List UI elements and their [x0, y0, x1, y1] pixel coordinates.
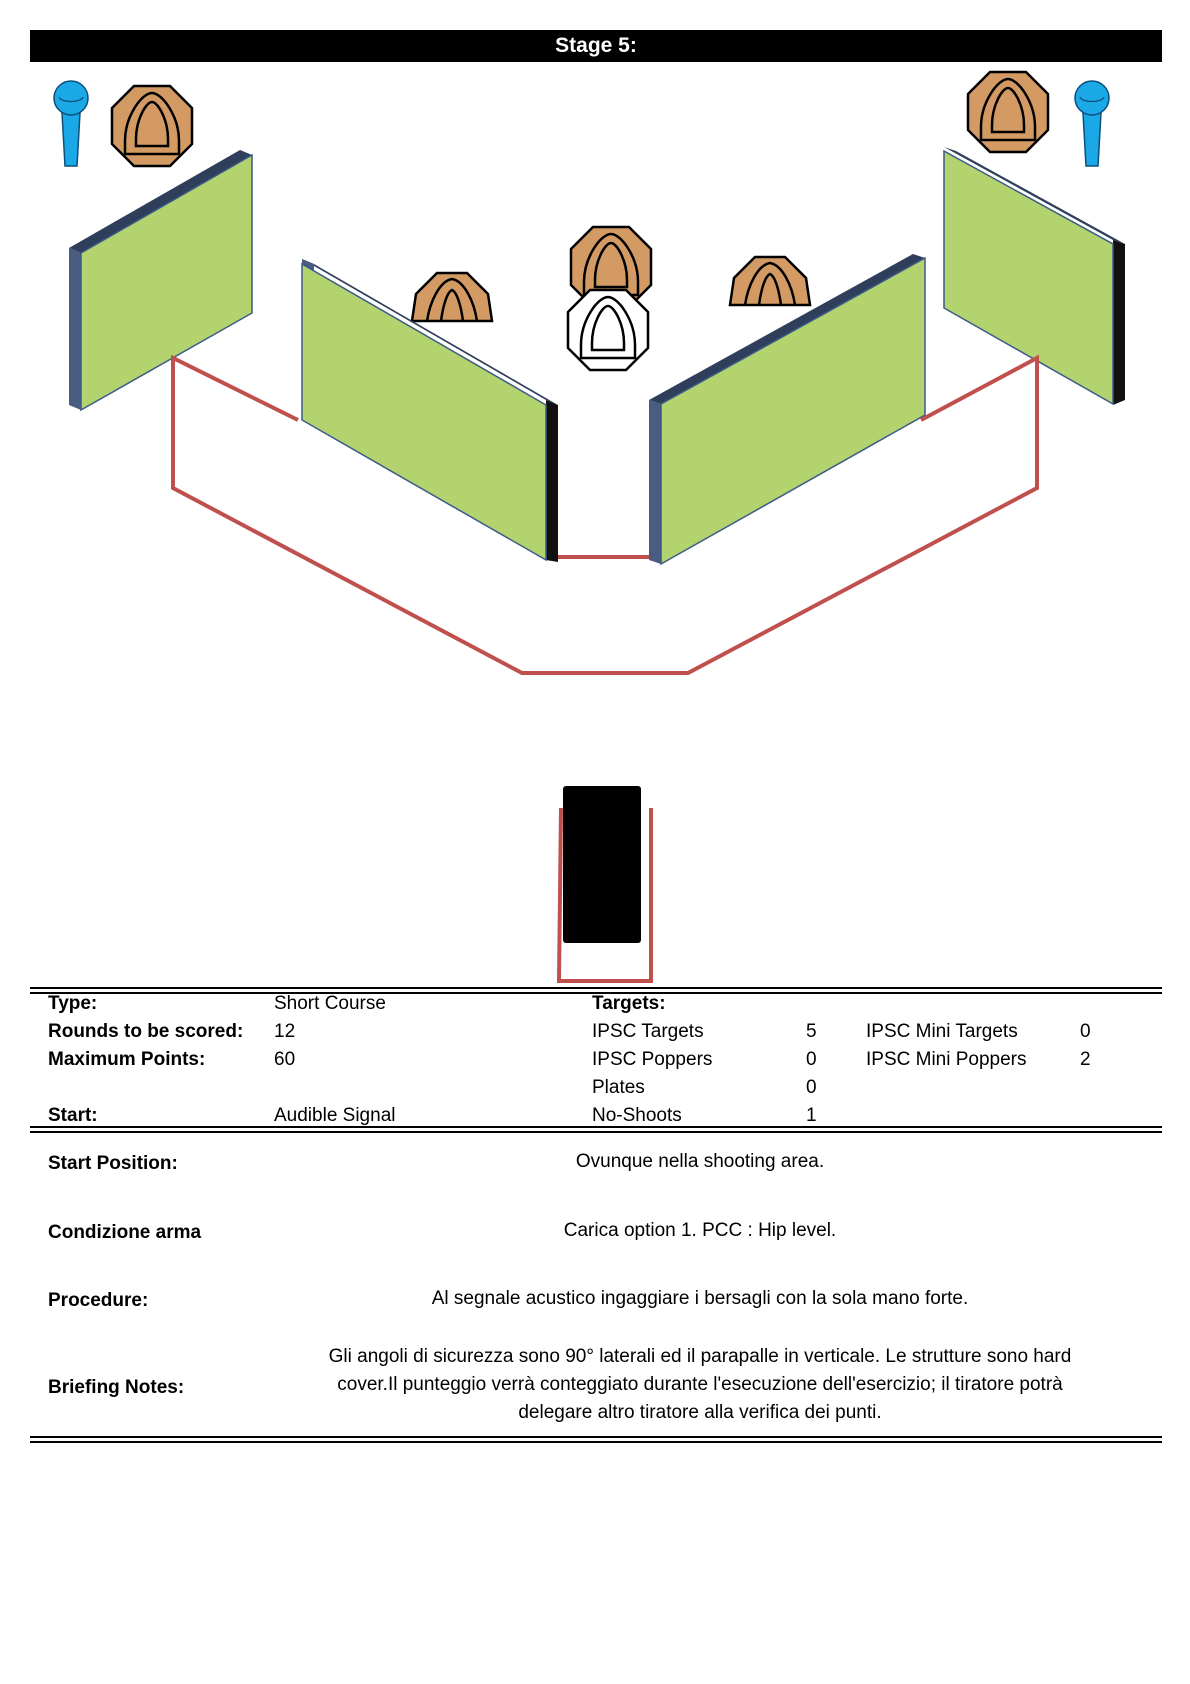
left-popper	[53, 80, 89, 167]
wall-right-inner	[649, 254, 926, 566]
plates-count: 0	[806, 1077, 817, 1098]
stage-diagram	[53, 70, 1125, 983]
briefing-notes: Gli angoli di sicurezza sono 90° lateral…	[300, 1343, 1100, 1427]
max-points-label: Maximum Points:	[48, 1049, 206, 1070]
summary-top-rule-2	[30, 992, 1162, 994]
left-corner-target	[110, 84, 194, 168]
condition-value: Carica option 1. PCC : Hip level.	[563, 1220, 837, 1241]
no-shoots-label: No-Shoots	[592, 1105, 682, 1126]
briefing-line: cover.Il punteggio verrà conteggiato dur…	[337, 1374, 1063, 1395]
stage-title: Stage 5:	[30, 30, 1162, 62]
max-points-value: 60	[274, 1049, 296, 1070]
summary-top-rule	[30, 987, 1162, 989]
type-value: Short Course	[274, 993, 386, 1014]
rounds-label: Rounds to be scored:	[48, 1021, 244, 1042]
mini-poppers-count: 2	[1080, 1049, 1091, 1070]
start-label: Start:	[48, 1105, 98, 1126]
fault-lines	[171, 354, 1039, 675]
no-shoot-target	[566, 288, 650, 372]
left-mini-target	[410, 271, 494, 323]
right-mini-target	[728, 255, 812, 307]
start-box	[556, 786, 653, 983]
summary-bottom-rule	[30, 1126, 1162, 1128]
ipsc-poppers-count: 0	[806, 1049, 817, 1070]
summary-bottom-rule-2	[30, 1131, 1162, 1133]
no-shoots-count: 1	[806, 1105, 817, 1126]
wall-right-outer	[943, 147, 1125, 406]
details-bottom-rule	[30, 1436, 1162, 1438]
details-bottom-rule-2	[30, 1441, 1162, 1443]
start-value: Audible Signal	[274, 1105, 396, 1126]
start-position-label: Start Position:	[48, 1153, 178, 1174]
procedure-value: Al segnale acustico ingaggiare i bersagl…	[431, 1288, 969, 1309]
wall-left-inner	[301, 259, 558, 562]
briefing-label: Briefing Notes:	[48, 1377, 185, 1398]
rounds-value: 12	[274, 1021, 296, 1042]
mini-targets-count: 0	[1080, 1021, 1091, 1042]
procedure-label: Procedure:	[48, 1290, 149, 1311]
ipsc-poppers-label: IPSC Poppers	[592, 1049, 713, 1070]
mini-poppers-label: IPSC Mini Poppers	[866, 1049, 1027, 1070]
start-position-value: Ovunque nella shooting area.	[575, 1151, 825, 1172]
briefing-line: Gli angoli di sicurezza sono 90° lateral…	[328, 1346, 1072, 1367]
condition-label: Condizione arma	[48, 1222, 202, 1243]
plates-label: Plates	[592, 1077, 645, 1098]
targets-label: Targets:	[592, 993, 666, 1014]
ipsc-targets-label: IPSC Targets	[592, 1021, 704, 1042]
right-popper	[1074, 80, 1110, 167]
briefing-line: delegare altro tiratore alla verifica de…	[518, 1402, 882, 1423]
ipsc-targets-count: 5	[806, 1021, 817, 1042]
wall-left-outer	[69, 150, 253, 412]
right-corner-target	[966, 70, 1050, 154]
type-label: Type:	[48, 993, 98, 1014]
mini-targets-label: IPSC Mini Targets	[866, 1021, 1018, 1042]
